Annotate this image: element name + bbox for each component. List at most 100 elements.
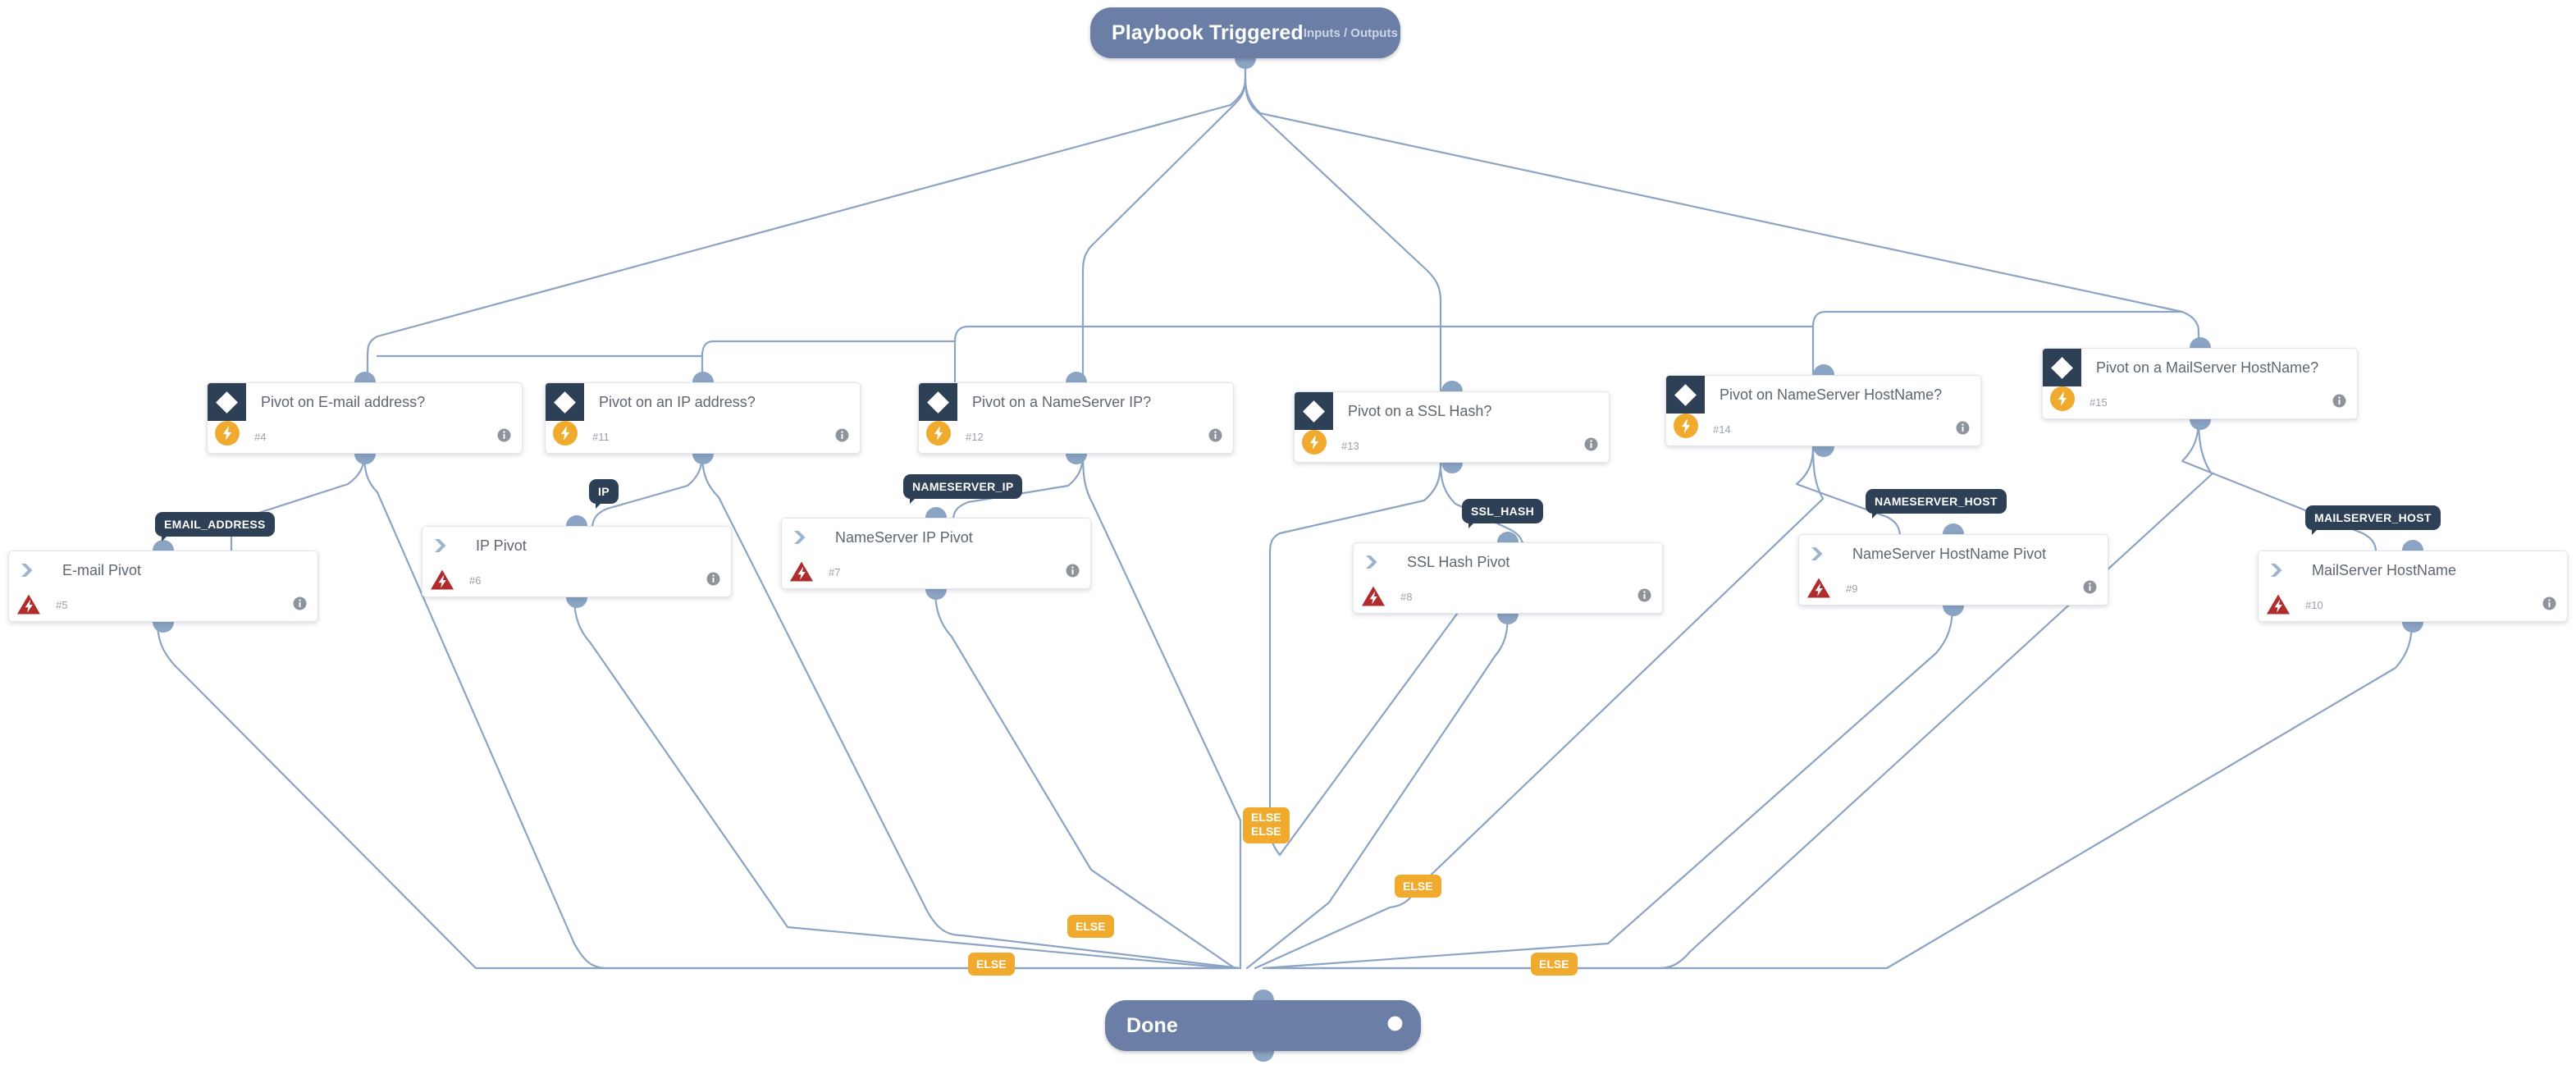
action-node-a8[interactable]: SSL Hash Pivot#8 (1353, 542, 1663, 614)
handle-top-d14[interactable] (1812, 364, 1834, 375)
else-edge-label[interactable]: ELSE (1067, 915, 1114, 938)
card-header: Pivot on a NameServer IP? (919, 383, 1233, 422)
handle-top-a6[interactable] (566, 515, 587, 526)
warning-triangle-icon (782, 561, 820, 583)
handle-bottom-start[interactable] (1235, 58, 1256, 69)
step-number: #10 (2305, 599, 2323, 612)
handle-top-d12[interactable] (1065, 372, 1087, 382)
step-number: #6 (469, 574, 482, 587)
handle-top-done[interactable] (1252, 989, 1274, 1000)
info-icon[interactable] (1956, 421, 1970, 439)
edge-label-text: SSL_HASH (1471, 505, 1535, 518)
handle-top-d11[interactable] (692, 372, 714, 382)
info-icon[interactable] (293, 596, 307, 615)
action-node-a5[interactable]: E-mail Pivot#5 (8, 551, 318, 622)
handle-top-d13[interactable] (1441, 381, 1463, 391)
handle-top-a10[interactable] (2402, 540, 2423, 551)
node-title: Pivot on E-mail address? (261, 393, 426, 410)
edge-label-text: NAMESERVER_IP (912, 480, 1014, 493)
warning-triangle-icon (9, 594, 48, 615)
else-label-text: ELSE (1539, 957, 1569, 971)
action-node-a6[interactable]: IP Pivot #6 (422, 526, 732, 597)
edge-label-ip[interactable]: IP (589, 479, 619, 509)
decision-node-d13[interactable]: Pivot on a SSL Hash?#13 (1294, 391, 1610, 463)
node-title: Pivot on a MailServer HostName? (2096, 359, 2319, 376)
diamond-icon (1295, 392, 1333, 431)
card-header: MailServer HostName (2259, 551, 2567, 589)
handle-bottom-a10[interactable] (2402, 622, 2423, 633)
handle-bottom-a9[interactable] (1943, 606, 1964, 616)
card-header: Pivot on a MailServer HostName? (2043, 349, 2357, 387)
chevron-right-icon (422, 527, 461, 564)
card-header: Pivot on E-mail address? (208, 383, 522, 422)
edge-label-nameserver_host[interactable]: NAMESERVER_HOST (1866, 489, 2007, 519)
handle-top-d4[interactable] (354, 372, 376, 382)
terminal-node-done[interactable]: Done (1105, 1000, 1421, 1051)
step-number: #14 (1713, 423, 1731, 436)
info-icon[interactable] (2332, 394, 2346, 412)
handle-bottom-d11[interactable] (692, 454, 714, 464)
action-node-a7[interactable]: NameServer IP Pivot#7 (781, 518, 1091, 589)
node-title: NameServer HostName Pivot (1852, 545, 2047, 562)
handle-top-a7[interactable] (925, 507, 947, 518)
edge-path (366, 57, 1247, 384)
decision-node-d11[interactable]: Pivot on an IP address?#11 (545, 382, 861, 454)
handle-bottom-a7[interactable] (925, 589, 947, 600)
else-label-text: ELSE (1403, 880, 1433, 893)
card-header: Pivot on an IP address? (546, 383, 860, 422)
else-edge-label[interactable]: ELSE (1395, 875, 1441, 898)
handle-bottom-d15[interactable] (2189, 419, 2211, 430)
decision-node-d12[interactable]: Pivot on a NameServer IP?#12 (918, 382, 1234, 454)
info-icon[interactable] (706, 572, 720, 590)
decision-node-d14[interactable]: Pivot on NameServer HostName?#14 (1665, 375, 1981, 446)
handle-top-d15[interactable] (2189, 337, 2211, 348)
info-icon[interactable] (2542, 596, 2556, 615)
edge-label-nameserver_ip[interactable]: NAMESERVER_IP (903, 474, 1023, 504)
edge-path (1244, 76, 1442, 393)
action-node-a10[interactable]: MailServer HostName #10 (2258, 551, 2568, 622)
handle-bottom-a8[interactable] (1497, 614, 1519, 624)
warning-triangle-icon (2259, 594, 2297, 615)
info-icon[interactable] (497, 428, 511, 446)
info-icon[interactable] (1584, 437, 1598, 455)
edge-label-ssl_hash[interactable]: SSL_HASH (1462, 499, 1544, 528)
edge-path (1254, 445, 1825, 970)
info-icon[interactable] (2083, 580, 2097, 598)
handle-top-a5[interactable] (153, 540, 174, 551)
info-icon[interactable] (1208, 428, 1222, 446)
edge-label-text: MAILSERVER_HOST (2314, 511, 2432, 524)
handle-top-a8[interactable] (1497, 532, 1519, 542)
card-footer: #15 (2043, 386, 2357, 418)
bolt-icon (546, 421, 584, 446)
card-footer: #6 (422, 564, 731, 596)
handle-bottom-d13[interactable] (1441, 463, 1463, 473)
edge-label-email_address[interactable]: EMAIL_ADDRESS (155, 512, 275, 542)
handle-bottom-a6[interactable] (566, 597, 587, 608)
else-edge-label[interactable]: ELSE (968, 953, 1015, 976)
handle-top-a9[interactable] (1943, 523, 1964, 534)
handle-bottom-d4[interactable] (354, 454, 376, 464)
info-icon[interactable] (1637, 588, 1651, 606)
handle-bottom-d12[interactable] (1065, 454, 1087, 464)
action-node-a9[interactable]: NameServer HostName Pivot#9 (1798, 534, 2108, 606)
bolt-icon (208, 421, 246, 446)
edge-label-text: NAMESERVER_HOST (1875, 495, 1998, 508)
terminal-subtitle[interactable]: Inputs / Outputs (1303, 25, 1398, 40)
handle-bottom-done-b[interactable] (1252, 1051, 1274, 1062)
handle-bottom-d14[interactable] (1812, 446, 1834, 457)
handle-bottom-a5[interactable] (153, 622, 174, 633)
info-icon[interactable] (835, 428, 849, 446)
card-header: IP Pivot (422, 527, 731, 564)
edge-label-mailserver_host[interactable]: MAILSERVER_HOST (2305, 505, 2441, 535)
info-icon[interactable] (1066, 564, 1080, 582)
decision-node-d4[interactable]: Pivot on E-mail address?#4 (207, 382, 523, 454)
else-edge-label[interactable]: ELSE (1531, 953, 1578, 976)
card-header: SSL Hash Pivot (1354, 543, 1662, 581)
bolt-icon (919, 421, 957, 446)
decision-node-d15[interactable]: Pivot on a MailServer HostName? #15 (2042, 348, 2358, 419)
info-icon[interactable] (1387, 1016, 1403, 1035)
